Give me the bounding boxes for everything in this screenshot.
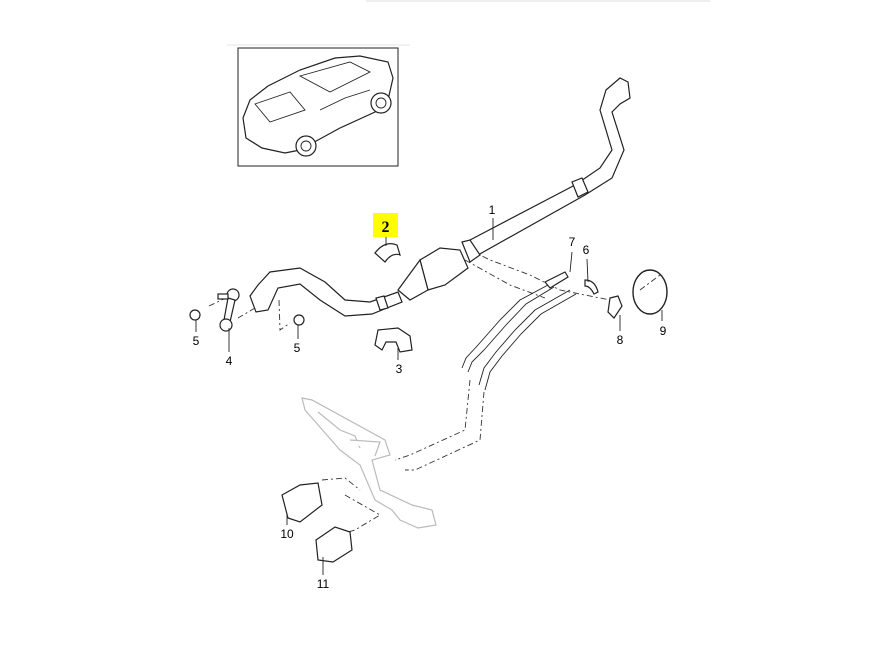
mount-11-part xyxy=(315,526,353,563)
bushing-2-part xyxy=(374,243,401,263)
subframe-ghost xyxy=(301,397,437,529)
nut-5a-part xyxy=(189,309,201,321)
callout-8[interactable]: 8 xyxy=(617,333,624,347)
callout-3[interactable]: 3 xyxy=(396,362,403,376)
exhaust-pipe xyxy=(397,77,631,301)
callout-6[interactable]: 6 xyxy=(583,243,590,257)
link-4-part xyxy=(217,288,240,332)
callout-1[interactable]: 1 xyxy=(489,203,496,217)
clamp-9-part xyxy=(632,269,668,315)
leader-lines xyxy=(195,218,663,575)
hoses-part xyxy=(461,271,599,391)
clip-8-part xyxy=(607,295,623,319)
callout-10[interactable]: 10 xyxy=(280,527,294,541)
callout-7[interactable]: 7 xyxy=(569,235,576,249)
callout-5-left[interactable]: 5 xyxy=(193,334,200,348)
nut-5b-part xyxy=(293,314,305,326)
callout-4[interactable]: 4 xyxy=(226,354,233,368)
vehicle-inset xyxy=(237,47,399,167)
bracket-3-part xyxy=(374,327,413,353)
callout-5-right[interactable]: 5 xyxy=(294,341,301,355)
stabilizer-bar xyxy=(249,267,403,317)
callout-2[interactable]: 2 xyxy=(382,219,390,236)
mount-10-part xyxy=(281,482,323,523)
assembly-lines xyxy=(208,249,661,536)
highlight-box xyxy=(373,213,398,237)
callout-11[interactable]: 11 xyxy=(317,577,330,591)
callout-9[interactable]: 9 xyxy=(660,324,667,338)
